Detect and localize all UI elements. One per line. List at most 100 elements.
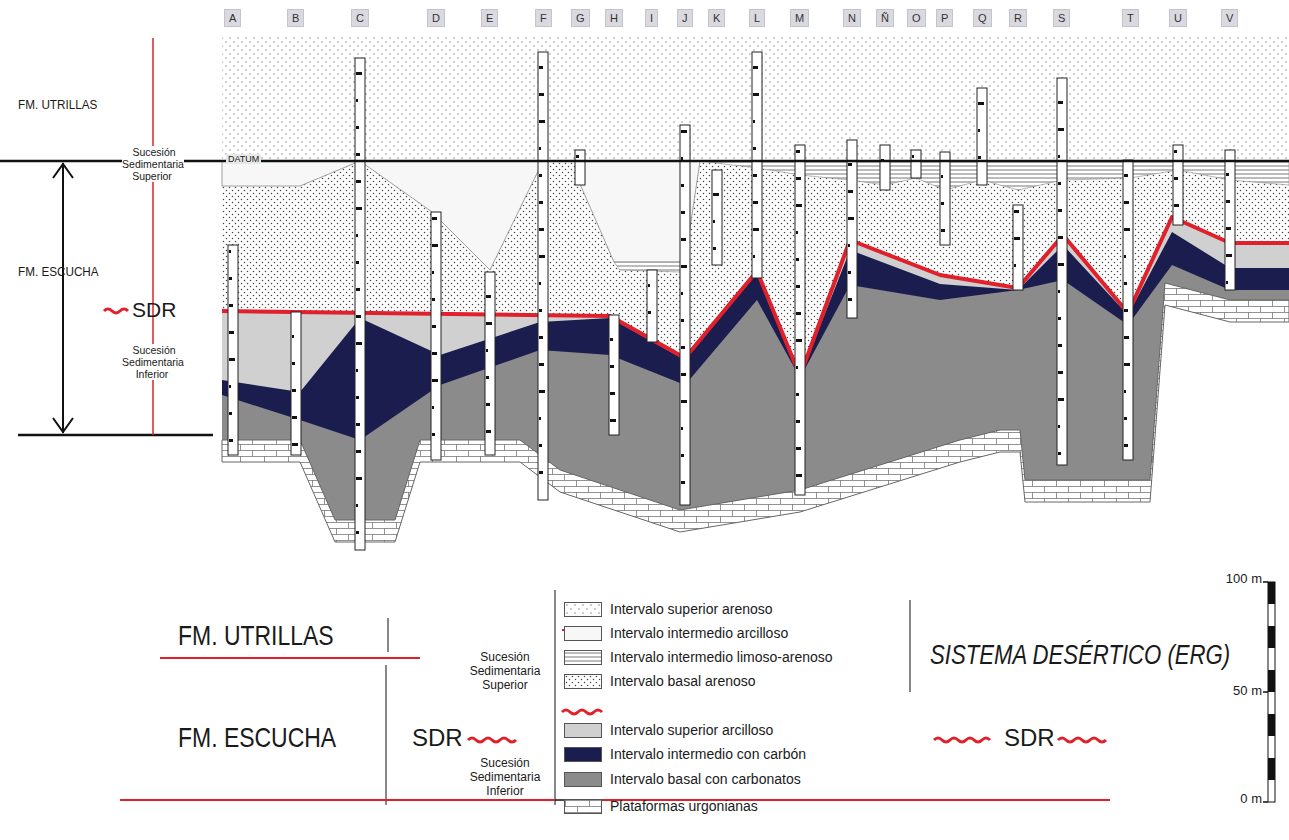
sdr-wave — [104, 309, 128, 313]
label-text: SDR — [1004, 724, 1055, 751]
well-letter-box: H — [605, 9, 623, 27]
log-mark — [292, 443, 298, 446]
well-letter: D — [432, 12, 440, 24]
label-text: 0 m — [1240, 791, 1262, 806]
log-mark — [796, 366, 798, 369]
legend-entry: Intervalo intermedio limoso-arenoso — [564, 648, 833, 666]
scale-tick — [1263, 801, 1268, 803]
well-letter: B — [292, 12, 299, 24]
label-text: Sucesión Sedimentaria Superior — [122, 146, 184, 182]
scale-segment — [1268, 582, 1275, 604]
log-mark — [1174, 150, 1177, 153]
log-mark — [796, 312, 801, 315]
label-text: Sucesión Sedimentaria Inferior — [122, 344, 184, 380]
well-letter-box: D — [427, 9, 445, 27]
well-letter: J — [682, 12, 688, 24]
well-letter-box: A — [224, 9, 241, 27]
log-mark — [356, 315, 361, 318]
log-mark — [356, 477, 362, 480]
legend-text: Intervalo intermedio arcilloso — [610, 625, 788, 641]
well-letter-box: G — [571, 9, 590, 27]
log-mark — [486, 430, 491, 433]
log-mark — [681, 400, 687, 403]
well-letter: T — [1127, 12, 1134, 24]
log-mark — [432, 379, 438, 382]
log-mark — [539, 390, 545, 393]
log-mark — [681, 481, 685, 484]
well-log — [647, 270, 657, 342]
utrillas-base-red — [160, 657, 420, 659]
log-mark — [1058, 155, 1060, 158]
log-mark — [356, 234, 358, 237]
well-letter-box: M — [790, 9, 809, 27]
log-mark — [1174, 177, 1178, 180]
scale-segment — [1268, 714, 1275, 736]
log-mark — [356, 99, 358, 102]
legend-divider — [555, 590, 556, 805]
log-mark — [432, 352, 437, 355]
log-mark — [1058, 398, 1064, 401]
log-mark — [229, 304, 233, 307]
log-mark — [681, 238, 686, 241]
legend-entry: Plataformas urgonianas — [564, 797, 758, 815]
log-mark — [796, 204, 802, 207]
pattern-swatch — [565, 651, 601, 664]
well-log — [575, 150, 585, 185]
log-mark — [681, 373, 686, 376]
well-log — [712, 170, 722, 265]
arrow-head — [53, 164, 73, 432]
log-mark — [1058, 425, 1060, 428]
log-mark — [539, 120, 545, 123]
log-mark — [848, 190, 853, 193]
section-label: DATUM — [226, 154, 268, 164]
log-mark — [229, 412, 232, 415]
log-mark — [681, 157, 683, 160]
label-text: FM. ESCUCHA — [178, 722, 336, 753]
log-mark — [486, 403, 490, 406]
escucha-base-red — [120, 799, 555, 801]
well-letter-box: N — [843, 9, 861, 27]
log-mark — [978, 129, 980, 132]
log-mark — [1124, 417, 1127, 420]
log-mark — [539, 444, 542, 447]
log-mark — [610, 392, 615, 395]
well-letter-box: P — [936, 9, 953, 27]
well-letter: R — [1014, 12, 1022, 24]
well-letter: V — [1226, 12, 1233, 24]
log-mark — [753, 174, 757, 177]
log-mark — [796, 420, 800, 423]
log-mark — [539, 228, 544, 231]
log-mark — [753, 93, 759, 96]
scale-segment — [1268, 626, 1275, 648]
log-mark — [539, 363, 544, 366]
legend-text: Intervalo superior arcilloso — [610, 722, 773, 738]
pattern-swatch — [565, 603, 601, 616]
label-text: FM. UTRILLAS — [18, 97, 97, 112]
well-letter-box: U — [1169, 9, 1187, 27]
log-mark — [432, 244, 438, 247]
log-mark — [1174, 204, 1179, 207]
legend-swatch — [564, 723, 602, 738]
well-letter-box: V — [1221, 9, 1238, 27]
log-mark — [681, 292, 683, 295]
well-letter: K — [713, 12, 720, 24]
well-log — [847, 140, 857, 318]
log-mark — [356, 531, 359, 534]
log-mark — [1058, 209, 1062, 212]
log-mark — [539, 201, 543, 204]
log-mark — [681, 130, 687, 133]
log-mark — [292, 416, 297, 419]
log-mark — [539, 147, 541, 150]
log-mark — [1226, 281, 1228, 284]
log-mark — [796, 258, 799, 261]
log-mark — [576, 155, 579, 158]
log-mark — [229, 331, 234, 334]
well-letter: I — [650, 12, 653, 24]
log-mark — [1058, 452, 1061, 455]
log-mark — [1058, 317, 1061, 320]
log-mark — [1124, 390, 1126, 393]
well-log — [977, 88, 987, 185]
log-mark — [681, 211, 685, 214]
log-mark — [356, 396, 359, 399]
